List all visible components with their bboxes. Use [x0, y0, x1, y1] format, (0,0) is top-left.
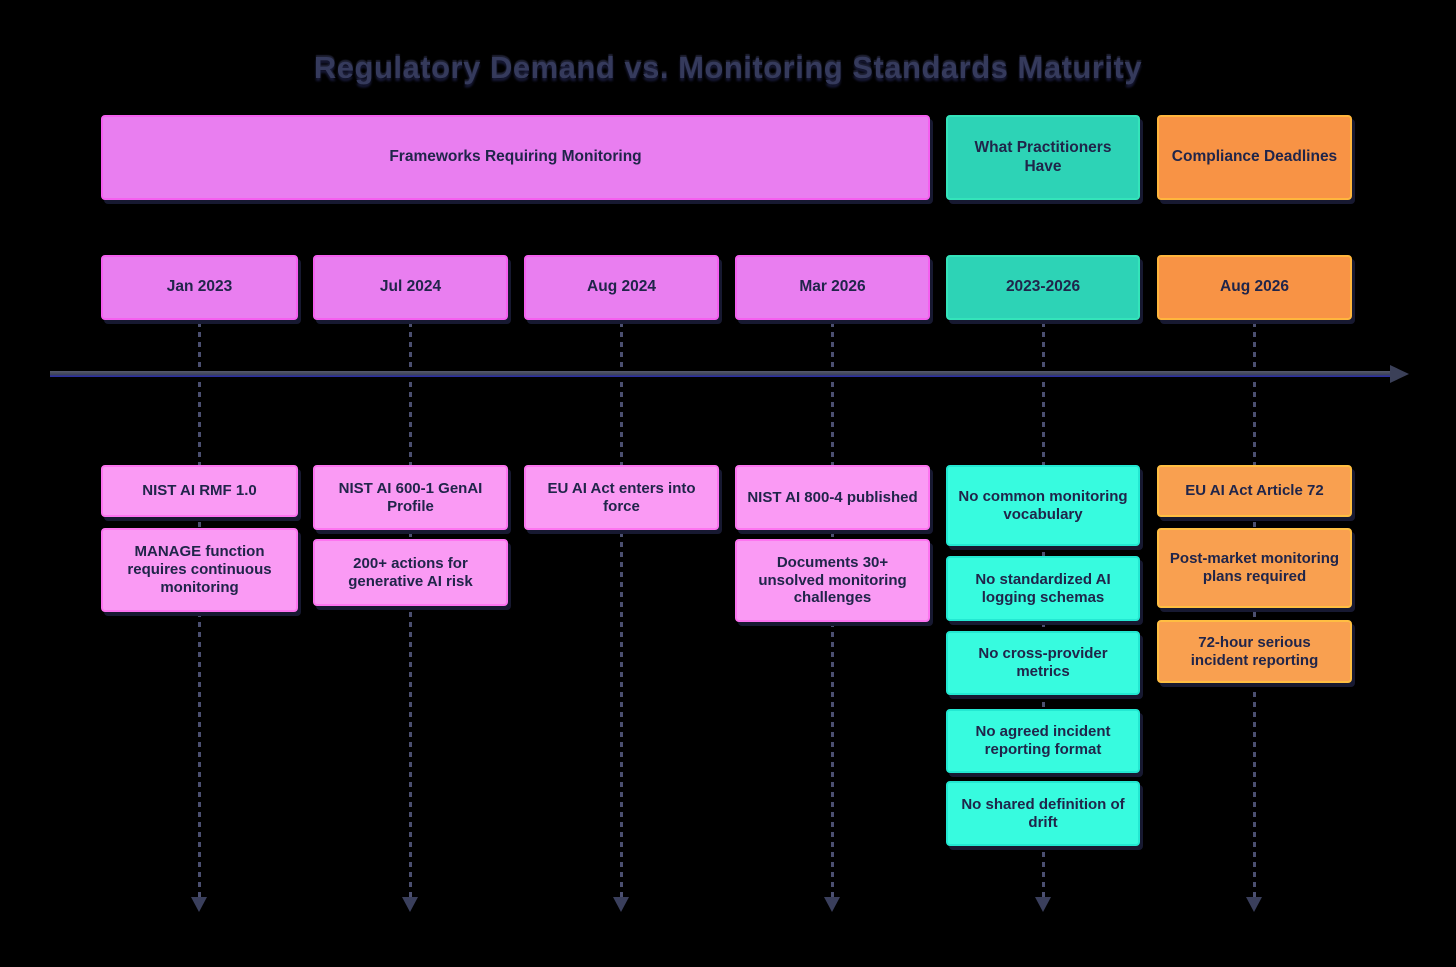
event-no-shared-definition-of-drift: No shared definition of drift [946, 781, 1140, 846]
header-frameworks-requiring-monitoring: Frameworks Requiring Monitoring [101, 115, 930, 200]
down-arrow-icon [191, 897, 207, 912]
date-box-jul-2024: Jul 2024 [313, 255, 508, 320]
down-arrow-icon [824, 897, 840, 912]
event-no-cross-provider-metrics: No cross-provider metrics [946, 631, 1140, 695]
down-arrow-icon [1035, 897, 1051, 912]
event-nist-ai-800-4-published: NIST AI 800-4 published [735, 465, 930, 530]
date-box-mar-2026: Mar 2026 [735, 255, 930, 320]
connector-dashed-line [620, 322, 623, 898]
down-arrow-icon [613, 897, 629, 912]
event-manage-function-continuous-monitoring: MANAGE function requires continuous moni… [101, 528, 298, 612]
event-no-agreed-incident-reporting-format: No agreed incident reporting format [946, 709, 1140, 773]
event-nist-ai-600-1-genai-profile: NIST AI 600-1 GenAI Profile [313, 465, 508, 530]
header-compliance-deadlines: Compliance Deadlines [1157, 115, 1352, 200]
event-200-plus-actions-generative-ai-risk: 200+ actions for generative AI risk [313, 539, 508, 606]
down-arrow-icon [1246, 897, 1262, 912]
event-no-standardized-ai-logging-schemas: No standardized AI logging schemas [946, 556, 1140, 621]
date-box-aug-2026: Aug 2026 [1157, 255, 1352, 320]
event-documents-30-plus-unsolved-challenges: Documents 30+ unsolved monitoring challe… [735, 539, 930, 622]
event-post-market-monitoring-plans-required: Post-market monitoring plans required [1157, 528, 1352, 608]
event-72-hour-serious-incident-reporting: 72-hour serious incident reporting [1157, 620, 1352, 683]
down-arrow-icon [402, 897, 418, 912]
event-no-common-monitoring-vocabulary: No common monitoring vocabulary [946, 465, 1140, 546]
date-box-jan-2023: Jan 2023 [101, 255, 298, 320]
header-what-practitioners-have: What Practitioners Have [946, 115, 1140, 200]
event-eu-ai-act-article-72: EU AI Act Article 72 [1157, 465, 1352, 517]
connector-dashed-line [1253, 322, 1256, 898]
timeline-axis [50, 371, 1391, 377]
event-nist-ai-rmf-1-0: NIST AI RMF 1.0 [101, 465, 298, 517]
diagram-title: Regulatory Demand vs. Monitoring Standar… [313, 50, 1143, 85]
timeline-axis-arrowhead-icon [1390, 365, 1409, 383]
event-eu-ai-act-enters-into-force: EU AI Act enters into force [524, 465, 719, 530]
date-box-2023-2026: 2023-2026 [946, 255, 1140, 320]
date-box-aug-2024: Aug 2024 [524, 255, 719, 320]
connector-dashed-line [409, 322, 412, 898]
